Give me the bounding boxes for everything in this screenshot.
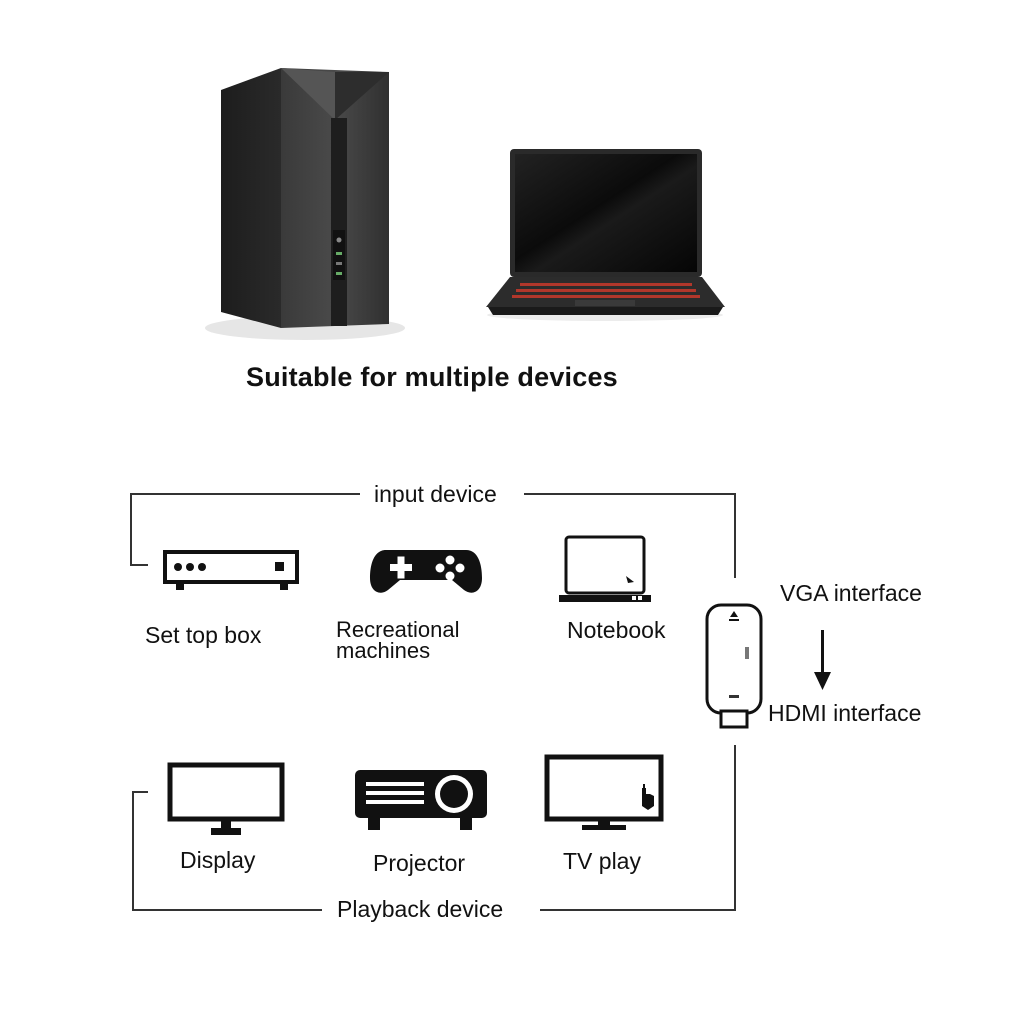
notebook-label: Notebook [567, 617, 666, 643]
gaming-laptop-image [480, 145, 730, 325]
page-heading: Suitable for multiple devices [246, 362, 618, 392]
desktop-pc-tower-image [195, 60, 405, 350]
recreational-machines-label-line2: machines [336, 638, 431, 663]
hdmi-interface-label: HDMI interface [768, 700, 922, 726]
tv-icon [544, 754, 666, 834]
vga-hdmi-adapter-icon [705, 603, 765, 733]
set-top-box-label: Set top box [145, 622, 262, 648]
gamepad-icon [368, 542, 484, 598]
playback-device-title: Playback device [337, 896, 504, 922]
projector-icon [352, 766, 490, 834]
tv-play-label: TV play [563, 848, 641, 874]
arrow-down-icon [813, 630, 833, 692]
projector-label: Projector [373, 850, 466, 876]
recreational-machines-label-line1: Recreational [336, 617, 460, 642]
monitor-icon [167, 762, 287, 838]
display-label: Display [180, 847, 256, 873]
set-top-box-icon [162, 548, 302, 594]
input-device-title: input device [374, 481, 497, 507]
vga-interface-label: VGA interface [780, 580, 922, 606]
notebook-icon [558, 534, 654, 606]
